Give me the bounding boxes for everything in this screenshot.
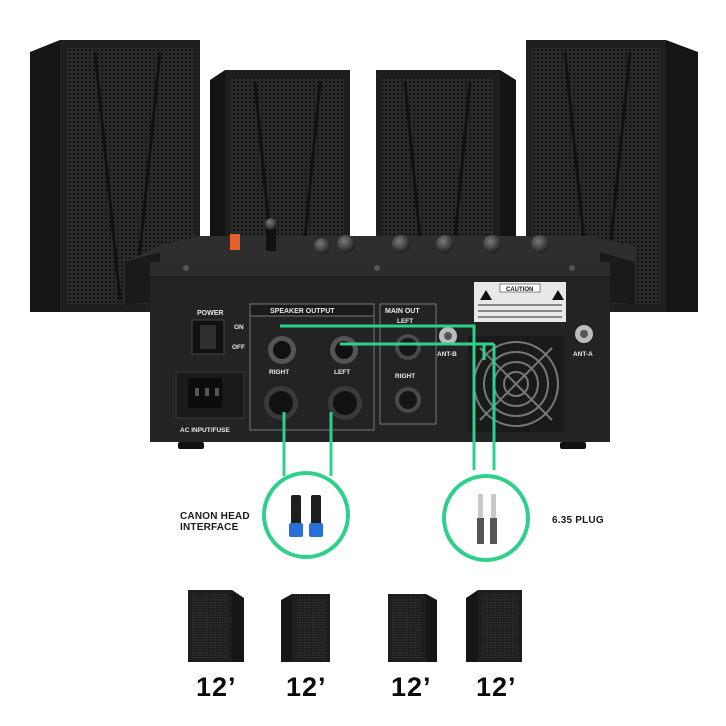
- top-knobs: [230, 218, 549, 254]
- speaker-size-1: 12’: [196, 672, 237, 702]
- speaker-small-2: [281, 594, 330, 662]
- plug-label: 6.35 PLUG: [552, 515, 604, 526]
- left-output-label: LEFT: [334, 369, 350, 376]
- canon-head-line1: CANON HEAD: [180, 511, 250, 522]
- ac-input-label: AC INPUT/FUSE: [180, 427, 231, 434]
- speaker-small-1: [188, 590, 244, 662]
- caution-label: CAUTION: [506, 287, 533, 293]
- jack-plug-callout: [442, 474, 530, 562]
- speaker-size-2: 12’: [286, 672, 327, 702]
- canon-head-label: CANON HEAD INTERFACE: [180, 511, 250, 533]
- power-label: POWER: [197, 310, 223, 317]
- main-out-left-label: LEFT: [397, 318, 413, 325]
- speakon-plug-callout: [262, 471, 350, 559]
- speaker-small-3: [388, 594, 437, 662]
- speaker-size-3: 12’: [391, 672, 432, 702]
- power-on-label: ON: [234, 324, 244, 331]
- cooling-fan-grille: [468, 336, 564, 432]
- main-out-right-label: RIGHT: [395, 373, 415, 380]
- right-output-label: RIGHT: [269, 369, 289, 376]
- main-out-label: MAIN OUT: [385, 308, 420, 315]
- speaker-small-4: [466, 590, 522, 662]
- mixer-amplifier: POWER ON OFF AC INPUT/FUSE SPEAKER OUTPU…: [125, 218, 635, 449]
- ant-a-label: ANT-A: [573, 351, 593, 358]
- speaker-output-label: SPEAKER OUTPUT: [270, 308, 335, 315]
- power-off-label: OFF: [232, 344, 245, 351]
- speaker-size-4: 12’: [476, 672, 517, 702]
- connection-lines: [280, 324, 496, 476]
- canon-head-line2: INTERFACE: [180, 522, 239, 533]
- ant-b-label: ANT-B: [437, 351, 457, 358]
